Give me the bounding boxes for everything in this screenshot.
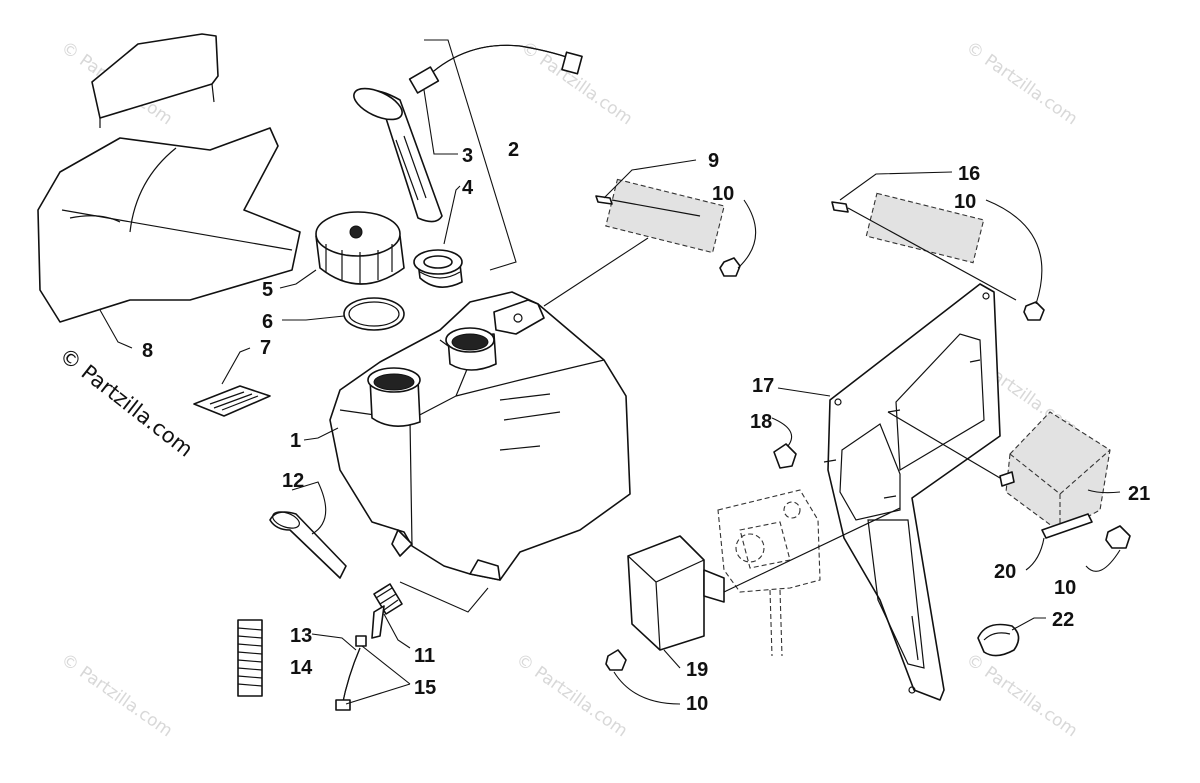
callout-8: 8 (142, 340, 153, 362)
leader-10d (1085, 549, 1121, 572)
callout-11: 11 (414, 645, 435, 667)
clip-part (977, 623, 1020, 657)
tank-bracket-part (543, 178, 741, 307)
leader-3 (423, 89, 458, 155)
leader-10c (613, 671, 681, 705)
callout-22: 22 (1052, 609, 1074, 631)
leader-13 (311, 633, 357, 651)
watermark-faint: © Partzilla.com (962, 38, 1081, 130)
tank-bracket-link (543, 237, 649, 307)
watermark-faint: © Partzilla.com (517, 38, 636, 130)
fuel-cap-part (315, 211, 405, 285)
leader-21 (1087, 489, 1121, 494)
grommet-part (413, 249, 463, 288)
spring-part (237, 619, 263, 697)
leader-15 (345, 645, 411, 705)
watermark-faint: © Partzilla.com (57, 650, 176, 742)
callout-17: 17 (752, 375, 774, 397)
relay-box-part (627, 507, 901, 651)
leader-18 (771, 417, 793, 447)
callout-10a: 10 (712, 183, 734, 205)
plate-20-part (1041, 513, 1093, 539)
leader-11 (383, 613, 411, 649)
leader-16 (839, 171, 953, 201)
o-ring-inner (348, 301, 400, 327)
callout-4: 4 (462, 177, 474, 199)
hose-part (335, 635, 367, 711)
decal-part (193, 385, 271, 417)
leader-12 (291, 481, 327, 535)
callout-16: 16 (958, 163, 980, 185)
callout-19: 19 (686, 659, 708, 681)
leader-19 (663, 649, 681, 669)
callout-1: 1 (290, 430, 301, 452)
leader-10b (985, 199, 1043, 305)
callout-7: 7 (260, 337, 271, 359)
leader-1 (303, 427, 339, 441)
rear-bracket-part (831, 192, 1045, 321)
leader-11a (399, 581, 489, 613)
leader-22 (1011, 617, 1046, 631)
callout-2: 2 (508, 139, 519, 161)
watermark-faint: © Partzilla.com (962, 650, 1081, 742)
callout-10d: 10 (1054, 577, 1076, 599)
valve-body-part (717, 489, 821, 657)
callout-20: 20 (994, 561, 1016, 583)
fuel-sender-part (353, 44, 583, 223)
callout-18: 18 (750, 411, 772, 433)
shield-part (37, 33, 301, 323)
module-box-part (887, 411, 1111, 533)
leader-4 (443, 185, 461, 245)
leader-8 (99, 309, 133, 349)
leader-6 (282, 315, 345, 321)
leader-10a (737, 199, 757, 269)
callout-13: 13 (290, 625, 312, 647)
callout-9: 9 (708, 150, 719, 172)
mount-plate-part (823, 283, 1001, 701)
leader-17 (777, 387, 831, 397)
nut-10d-part (1105, 525, 1131, 549)
nut-10c-part (605, 649, 627, 671)
leader-5 (279, 269, 317, 289)
callout-21: 21 (1128, 483, 1150, 505)
callout-10b: 10 (954, 191, 976, 213)
strap-part (269, 511, 347, 579)
callout-10c: 10 (686, 693, 708, 715)
callout-5: 5 (262, 279, 273, 301)
callout-3: 3 (462, 145, 473, 167)
nut-part (773, 443, 797, 469)
leader-9 (603, 159, 697, 199)
oil-tank-part (329, 291, 631, 581)
leader-7 (221, 347, 251, 385)
callout-15: 15 (414, 677, 436, 699)
leader-20 (1025, 537, 1045, 571)
callout-6: 6 (262, 311, 273, 333)
fitting-part (371, 583, 403, 639)
watermark-primary: © Partzilla.com (55, 343, 197, 462)
o-ring-part (343, 297, 405, 331)
callout-14: 14 (290, 657, 313, 679)
leader-2 (424, 39, 517, 271)
callout-12: 12 (282, 470, 304, 492)
